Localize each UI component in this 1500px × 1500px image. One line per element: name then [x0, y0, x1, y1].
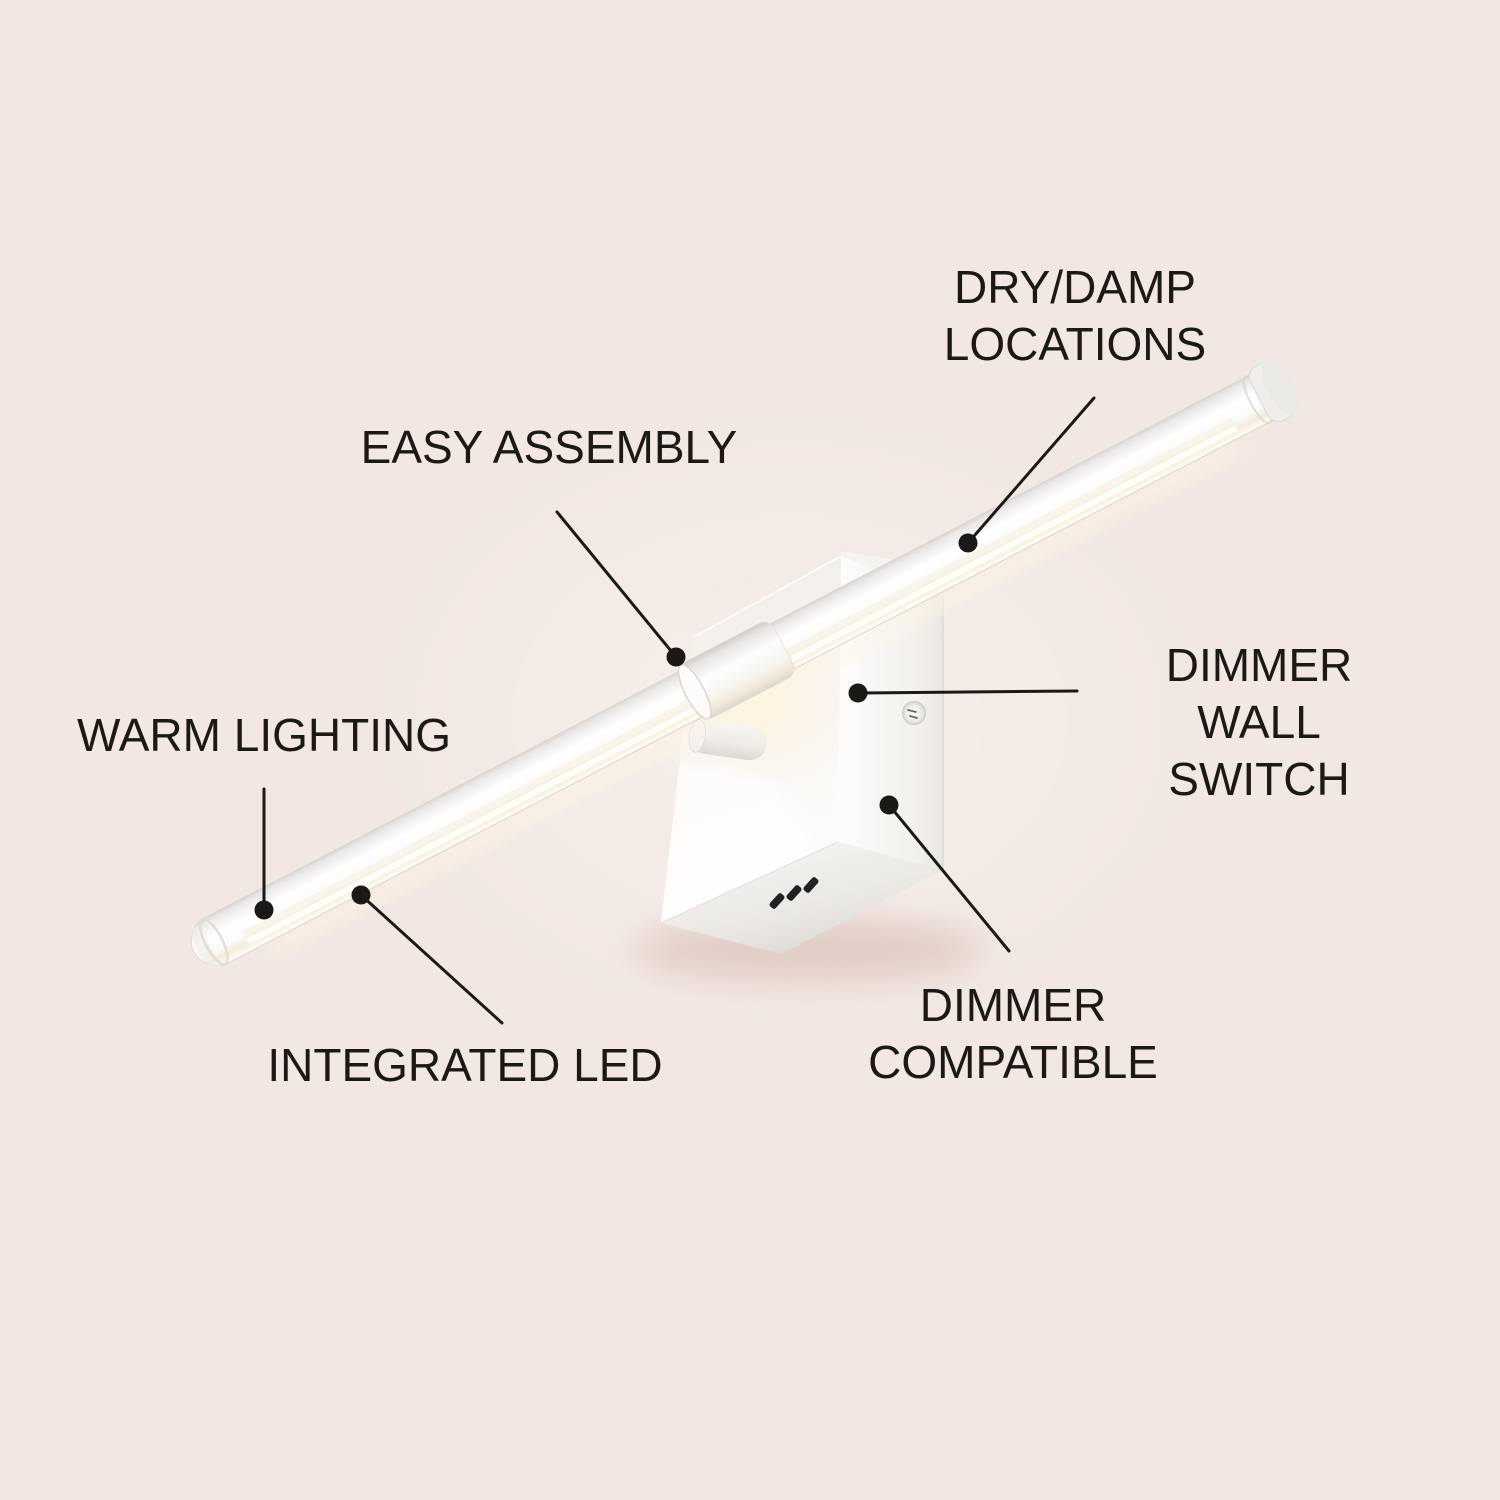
callout-lines: [262, 396, 1096, 1025]
callout-dot-dimmer-wall-switch: [848, 683, 868, 703]
bar-end-cap-left: [191, 918, 229, 969]
callout-dot-warm-lighting: [254, 900, 274, 920]
led-under-glow: [267, 434, 1246, 958]
callout-dot-dry-damp-locations: [958, 533, 978, 553]
callout-line-easy-assembly: [555, 510, 678, 659]
bar-end-cap-right: [1242, 360, 1299, 425]
callout-line-dimmer-compatible: [887, 803, 1011, 953]
box-bottom-edge: [660, 841, 839, 924]
callout-dot-integrated-led: [351, 885, 371, 905]
callout-line-dry-damp-locations: [966, 396, 1096, 545]
light-bar: [190, 360, 1299, 969]
callout-line-integrated-led: [359, 893, 504, 1025]
callout-dots: [254, 533, 978, 920]
box-top-edge-highlight: [693, 555, 842, 638]
screw: [902, 701, 926, 725]
vent-slots: [769, 877, 819, 909]
bar-sleeve: [677, 621, 795, 720]
callout-line-dimmer-wall-switch: [856, 689, 1079, 695]
mount-box-bottom-face: [661, 842, 943, 954]
callout-dot-easy-assembly: [666, 647, 686, 667]
callout-dot-dimmer-compatible: [879, 795, 899, 815]
